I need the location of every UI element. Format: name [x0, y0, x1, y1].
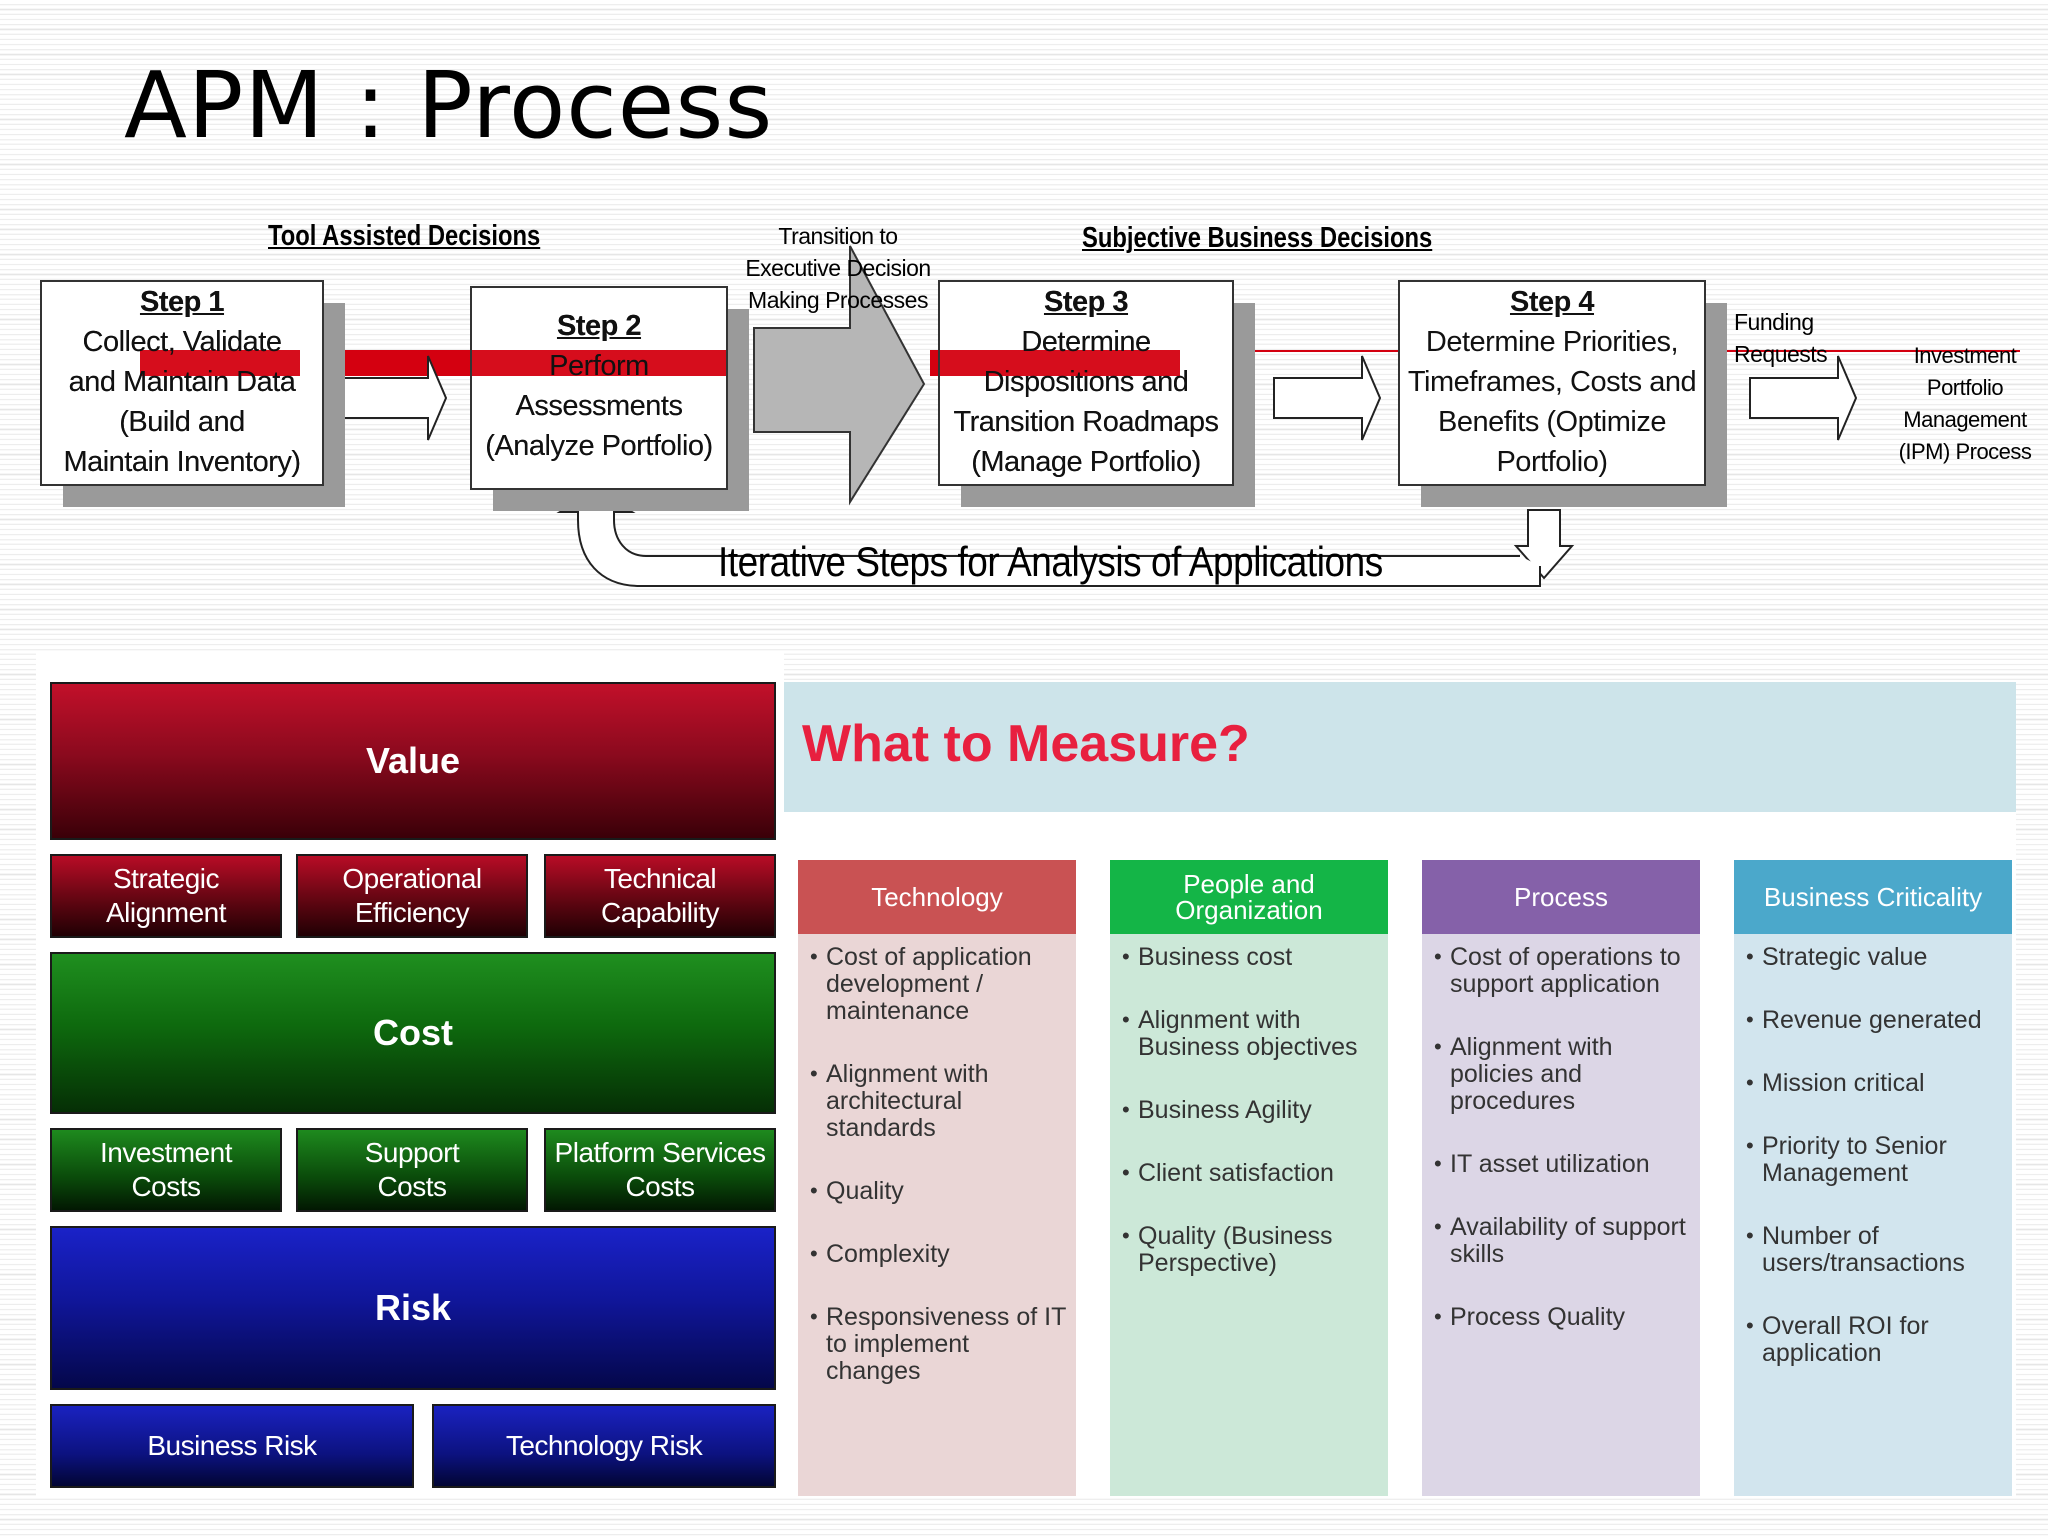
slide-title: APM : Process: [124, 52, 774, 159]
measure-column-body: Strategic valueRevenue generatedMission …: [1734, 934, 2012, 1496]
measure-column-header: People and Organization: [1110, 860, 1388, 934]
technical-capability-block: Technical Capability: [544, 854, 776, 938]
step-2-text-layer: Step 2 Perform Assessments (Analyze Port…: [470, 286, 728, 490]
tool-assisted-label: Tool Assisted Decisions: [268, 220, 541, 252]
step-1-title-layer: Step 1: [139, 286, 225, 318]
red-bar-overlay-2: [472, 350, 726, 376]
subjective-decisions-label: Subjective Business Decisions: [1082, 222, 1433, 254]
step-2-title-layer: Step 2: [556, 310, 642, 342]
ipm-note: Investment Portfolio Management (IPM) Pr…: [1898, 343, 2032, 464]
measure-item: Priority to Senior Management: [1746, 1132, 2002, 1187]
measure-item: Strategic value: [1746, 943, 2002, 971]
step-4-title: Step 4: [1509, 286, 1595, 318]
measure-item: Business cost: [1122, 943, 1378, 971]
measure-item-list: Business costAlignment with Business obj…: [1122, 943, 1378, 1277]
measure-header: [784, 682, 2016, 812]
measure-item: Availability of support skills: [1434, 1213, 1690, 1268]
arrow-1-2: [339, 355, 448, 441]
red-bar-overlay-1: [140, 350, 300, 376]
measure-item: Alignment with Business objectives: [1122, 1006, 1378, 1061]
step-2-box: Step 2 Perform Assessments (Analyze Port…: [470, 286, 728, 490]
measure-column-header: Technology: [798, 860, 1076, 934]
measure-item: Alignment with policies and procedures: [1434, 1033, 1690, 1115]
red-bar-overlay-3: [940, 350, 1180, 376]
measure-item: Alignment with architectural standards: [810, 1060, 1066, 1142]
measure-column-3: Business CriticalityStrategic valueReven…: [1734, 860, 2012, 1496]
risk-block: Risk: [50, 1226, 776, 1390]
operational-efficiency-block: Operational Efficiency: [296, 854, 528, 938]
iterative-steps-label: Iterative Steps for Analysis of Applicat…: [718, 538, 1383, 585]
transition-arrow: [753, 245, 926, 506]
business-risk-block: Business Risk: [50, 1404, 414, 1488]
measure-column-0: TechnologyCost of application developmen…: [798, 860, 1076, 1496]
step-1-body-layer: Collect, Validate and Maintain Data (Bui…: [63, 326, 301, 478]
measure-item: Quality: [810, 1177, 1066, 1205]
strategic-alignment-block: Strategic Alignment: [50, 854, 282, 938]
value-block: Value: [50, 682, 776, 840]
measure-item: Complexity: [810, 1240, 1066, 1268]
measure-column-header: Process: [1422, 860, 1700, 934]
step-3-body-layer: Determine Dispositions and Transition Ro…: [953, 326, 1219, 478]
measure-item: Process Quality: [1434, 1303, 1690, 1331]
measure-column-body: Cost of application development / mainte…: [798, 934, 1076, 1496]
step-4-body: Determine Priorities, Timeframes, Costs …: [1407, 326, 1697, 478]
funding-arrow: [1749, 355, 1858, 441]
measure-column-body: Cost of operations to support applicatio…: [1422, 934, 1700, 1496]
measure-item: Overall ROI for application: [1746, 1312, 2002, 1367]
platform-services-costs-block: Platform Services Costs: [544, 1128, 776, 1212]
support-costs-block: Support Costs: [296, 1128, 528, 1212]
measure-item: Mission critical: [1746, 1069, 2002, 1097]
step-2-title: Step 2: [556, 310, 642, 342]
arrow-3-4: [1273, 355, 1382, 441]
measure-item: Business Agility: [1122, 1096, 1378, 1124]
step-1-title: Step 1: [139, 286, 225, 318]
step-3-title: Step 3: [1043, 286, 1129, 318]
measure-item: Client satisfaction: [1122, 1159, 1378, 1187]
funding-note: Funding Requests: [1734, 309, 1828, 367]
measure-item: Revenue generated: [1746, 1006, 2002, 1034]
measure-column-header: Business Criticality: [1734, 860, 2012, 934]
measure-column-body: Business costAlignment with Business obj…: [1110, 934, 1388, 1496]
step-3-title-layer: Step 3: [1043, 286, 1129, 318]
step-1-text-layer: Step 1 Collect, Validate and Maintain Da…: [40, 280, 324, 486]
measure-item: Quality (Business Perspective): [1122, 1222, 1378, 1277]
measure-item: IT asset utilization: [1434, 1150, 1690, 1178]
measure-title: What to Measure?: [802, 715, 1250, 773]
measure-column-2: ProcessCost of operations to support app…: [1422, 860, 1700, 1496]
measure-item-list: Cost of operations to support applicatio…: [1434, 943, 1690, 1331]
measure-item: Cost of application development / mainte…: [810, 943, 1066, 1025]
measure-item: Number of users/transactions: [1746, 1222, 2002, 1277]
measure-item: Cost of operations to support applicatio…: [1434, 943, 1690, 998]
measure-item-list: Strategic valueRevenue generatedMission …: [1746, 943, 2002, 1367]
step-2-body-layer: Perform Assessments (Analyze Portfolio): [485, 350, 713, 462]
measure-column-1: People and OrganizationBusiness costAlig…: [1110, 860, 1388, 1496]
step-4-box: Step 4 Determine Priorities, Timeframes,…: [1398, 280, 1706, 486]
technology-risk-block: Technology Risk: [432, 1404, 776, 1488]
measure-item-list: Cost of application development / mainte…: [810, 943, 1066, 1385]
measure-item: Responsiveness of IT to implement change…: [810, 1303, 1066, 1385]
cost-block: Cost: [50, 952, 776, 1114]
step-3-text-layer: Step 3 Determine Dispositions and Transi…: [938, 280, 1234, 486]
transition-note: Transition to Executive Decision Making …: [745, 223, 931, 313]
investment-costs-block: Investment Costs: [50, 1128, 282, 1212]
